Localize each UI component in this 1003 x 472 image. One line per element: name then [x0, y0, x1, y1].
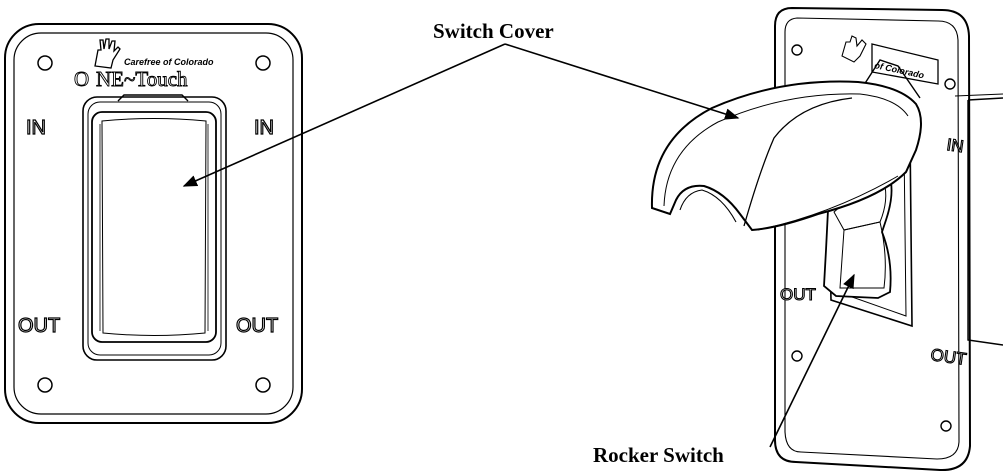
front-faceplate-inner: [13, 32, 294, 415]
screw-hole-top-left: [37, 55, 53, 71]
front-label-out-left: OUT: [18, 315, 60, 337]
angled-screw-hole-bottom-right: [940, 420, 952, 432]
angled-screw-hole-top-right: [944, 78, 956, 90]
angled-label-in: IN: [945, 135, 964, 156]
angled-cover-hinge: [861, 59, 921, 99]
front-brand-text: Carefree of Colorado: [124, 57, 214, 67]
front-model-name: NE~Touch: [96, 67, 188, 91]
front-rocker-switch: [91, 111, 217, 343]
leader-switch-cover-angled: [504, 43, 740, 120]
angled-hand-logo-icon: [841, 35, 867, 63]
angled-back-box: [967, 97, 1003, 346]
screw-hole-bottom-left: [37, 377, 53, 393]
front-faceplate: [4, 23, 303, 424]
front-label-out-right: OUT: [236, 315, 278, 337]
screw-hole-top-right: [255, 55, 271, 71]
front-view-switch: [4, 23, 303, 424]
front-model-initial: O: [74, 67, 89, 91]
callout-switch-cover: Switch Cover: [433, 19, 554, 43]
angled-label-out-left: OUT: [780, 285, 816, 304]
front-cover-tab: [117, 94, 189, 102]
angled-label-plate: [871, 43, 939, 85]
switch-cover-shell: [650, 80, 922, 232]
angled-switch-cover: [650, 80, 922, 232]
angled-screw-hole-top-left: [791, 44, 803, 56]
front-label-in-right: IN: [254, 117, 274, 139]
front-label-in-left: IN: [26, 117, 46, 139]
leader-switch-cover-front: [182, 43, 506, 187]
leader-rocker-switch: [769, 273, 855, 448]
angled-view-switch: [774, 6, 1003, 472]
angled-label-out-right: OUT: [929, 345, 967, 369]
callout-rocker-switch: Rocker Switch: [593, 443, 724, 467]
angled-screw-hole-bottom-left: [791, 350, 803, 362]
front-rocker-housing: [82, 96, 227, 361]
hand-logo-icon: [94, 38, 121, 69]
angled-faceplate: [774, 6, 972, 472]
screw-hole-bottom-right: [255, 377, 271, 393]
